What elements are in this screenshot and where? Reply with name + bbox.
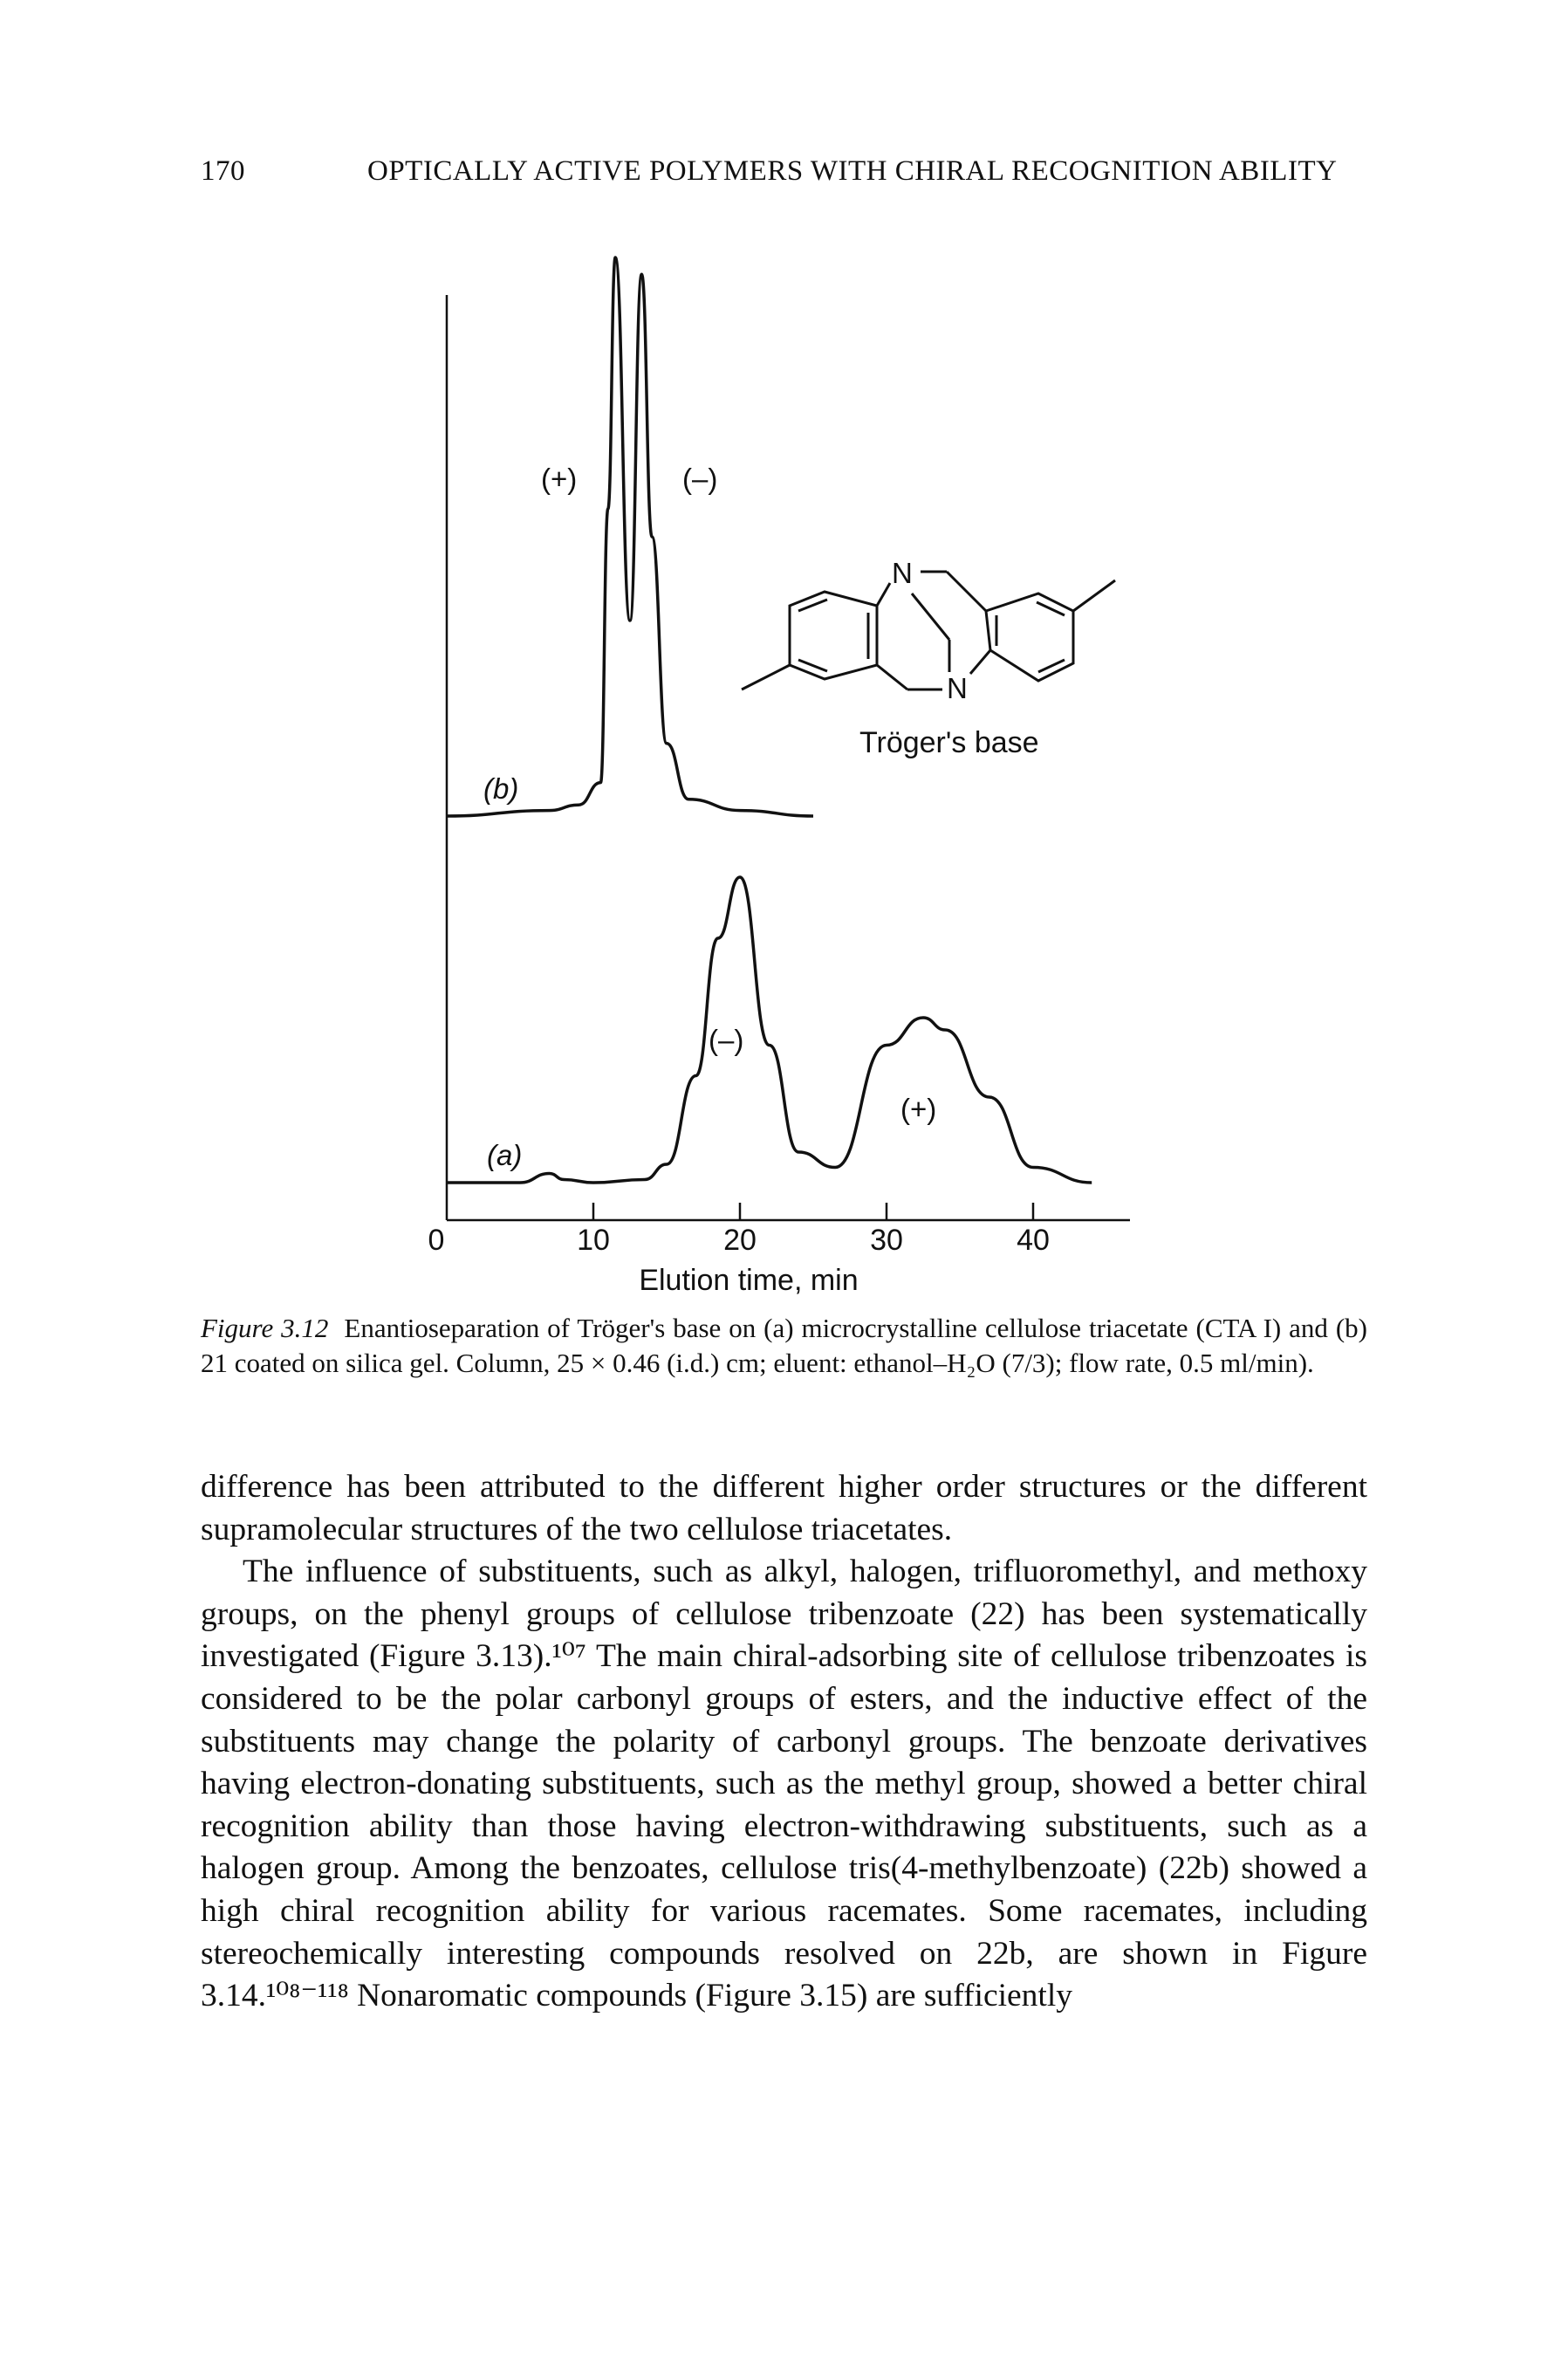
atom-n-top: N (892, 557, 913, 589)
left-methyl-bond (741, 663, 791, 691)
right-benzene-ring (984, 592, 1075, 683)
peak-b-first-sign: (+) (541, 463, 577, 495)
paragraph-2: The influence of substituents, such as a… (201, 1554, 1367, 2014)
running-title: OPTICALLY ACTIVE POLYMERS WITH CHIRAL RE… (367, 155, 1338, 187)
caption-text: Enantioseparation of Tröger's base on (a… (201, 1313, 1367, 1378)
x-tick-label: 40 (1017, 1224, 1050, 1257)
running-header: 170 OPTICALLY ACTIVE POLYMERS WITH CHIRA… (201, 155, 1367, 197)
trace-b-line (446, 256, 814, 818)
paragraph-1: difference has been attributed to the di… (201, 1469, 1367, 1547)
body-text: difference has been attributed to the di… (201, 1466, 1367, 2018)
page-number: 170 (201, 155, 245, 187)
troger-base-structure (741, 570, 1116, 691)
trace-b-label: (b) (483, 772, 518, 805)
peak-a-second-sign: (+) (900, 1093, 936, 1125)
trace-a-line (446, 875, 1092, 1184)
trace-a-label: (a) (487, 1139, 522, 1171)
atom-n-bottom: N (947, 672, 968, 704)
left-benzene-ring (788, 590, 879, 681)
x-tick-label: 0 (428, 1224, 445, 1257)
peak-a-first-sign: (–) (709, 1024, 743, 1056)
figure-label: Figure 3.12 (201, 1313, 329, 1343)
peak-b-second-sign: (–) (682, 463, 717, 495)
x-tick-label: 20 (723, 1224, 757, 1257)
x-tick-label: 30 (870, 1224, 903, 1257)
x-axis-label: Elution time, min (639, 1264, 858, 1297)
right-methyl-bond (1072, 579, 1116, 613)
x-tick-label: 10 (577, 1224, 610, 1257)
x-axis-ticks: 0 10 20 30 40 (428, 1203, 1050, 1257)
structure-label: Tröger's base (859, 726, 1039, 759)
